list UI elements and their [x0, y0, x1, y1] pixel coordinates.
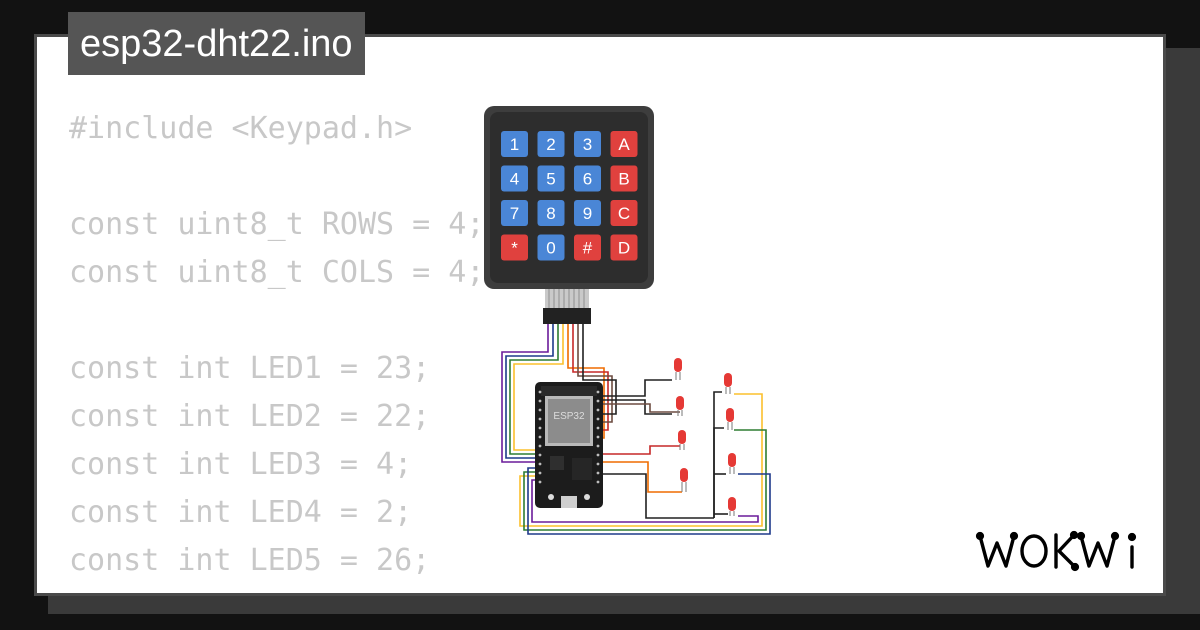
- keypad-key-label: 6: [583, 170, 592, 189]
- keypad-key: [574, 200, 601, 226]
- keypad-key: [501, 234, 528, 261]
- keypad-key: [501, 165, 528, 192]
- keypad-key-label: D: [618, 239, 630, 258]
- led-wires: [519, 379, 771, 535]
- keypad: 1 2 3 A 4 5 6 B 7 8 9 C * 0 # D: [484, 106, 654, 324]
- wokwi-logo: [975, 530, 1137, 572]
- keypad-key-label: 3: [583, 135, 592, 154]
- code-line: const int LED1 = 23;: [69, 351, 431, 386]
- led: [726, 408, 734, 430]
- keypad-key: [610, 131, 638, 157]
- keypad-key-label: 2: [546, 135, 555, 154]
- keypad-key: [574, 165, 601, 192]
- keypad-key-label: B: [618, 170, 629, 189]
- keypad-key: [501, 200, 528, 226]
- led: [674, 358, 682, 380]
- keypad-keys: 1 2 3 A 4 5 6 B 7 8 9 C * 0 # D: [501, 131, 638, 261]
- code-preview: #include <Keypad.h> const uint8_t ROWS =…: [69, 105, 485, 593]
- keypad-key: [537, 234, 565, 261]
- keypad-key: [574, 131, 601, 157]
- project-title: esp32-dht22.ino: [80, 22, 353, 65]
- keypad-key: [574, 234, 601, 261]
- esp32-board: ESP32: [535, 382, 603, 508]
- keypad-key-label: 1: [510, 135, 519, 154]
- led: [728, 497, 736, 516]
- keypad-key-label: A: [618, 135, 630, 154]
- keypad-key: [537, 200, 565, 226]
- keypad-key: [610, 165, 638, 192]
- keypad-wires: [501, 324, 617, 463]
- keypad-key: [610, 234, 638, 261]
- keypad-key-label: 9: [583, 204, 592, 223]
- led: [676, 396, 684, 416]
- keypad-key-label: 5: [546, 170, 555, 189]
- esp32-label: ESP32: [553, 411, 585, 422]
- led: [724, 373, 732, 394]
- leds: [674, 358, 736, 516]
- keypad-key-label: C: [618, 204, 630, 223]
- code-line: const uint8_t ROWS = 4;: [69, 207, 485, 242]
- led: [680, 468, 688, 492]
- keypad-key-label: 8: [546, 204, 555, 223]
- keypad-key-label: 4: [510, 170, 519, 189]
- led: [678, 430, 686, 450]
- code-line: const int LED2 = 22;: [69, 399, 431, 434]
- project-title-tab: esp32-dht22.ino: [68, 12, 365, 75]
- code-line: const int LED3 = 4;: [69, 447, 413, 482]
- keypad-key: [501, 131, 528, 157]
- code-line: const uint8_t COLS = 4;: [69, 255, 485, 290]
- code-line: const int LED4 = 2;: [69, 495, 413, 530]
- keypad-key-label: #: [583, 239, 593, 258]
- code-line: #include <Keypad.h>: [69, 111, 413, 146]
- keypad-key-label: 7: [510, 204, 519, 223]
- keypad-key: [537, 131, 565, 157]
- keypad-key: [610, 200, 638, 226]
- keypad-key-label: *: [511, 239, 518, 258]
- code-line: const int LED5 = 26;: [69, 543, 431, 578]
- led: [728, 453, 736, 474]
- keypad-key-label: 0: [546, 239, 555, 258]
- keypad-key: [537, 165, 565, 192]
- code-line: const int LED6 = 25;: [69, 585, 484, 593]
